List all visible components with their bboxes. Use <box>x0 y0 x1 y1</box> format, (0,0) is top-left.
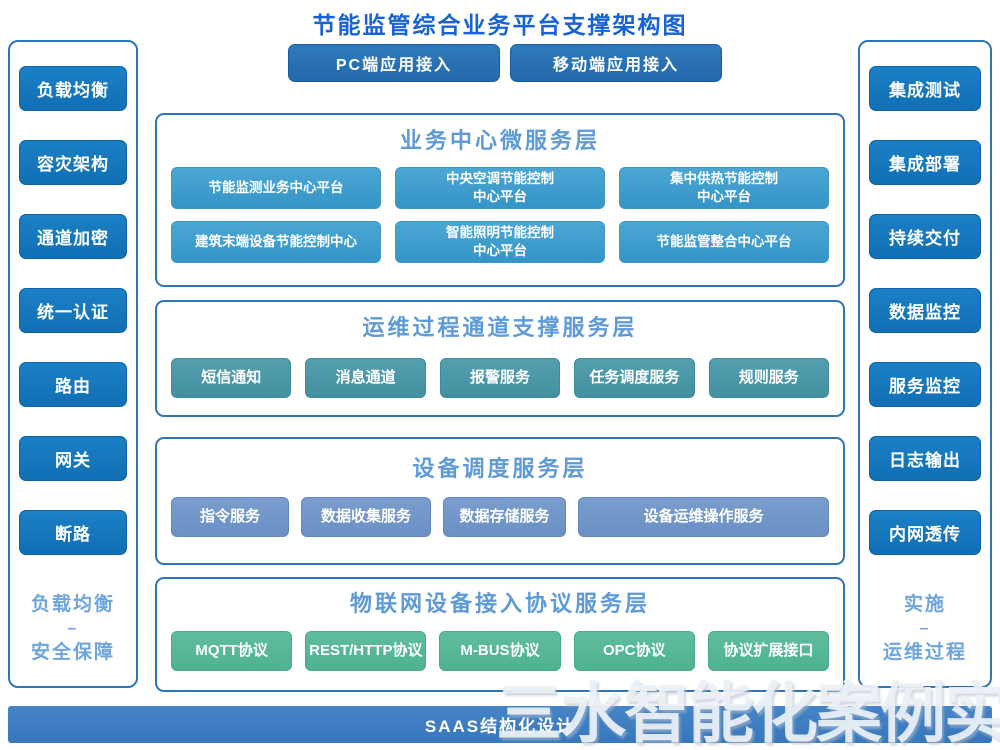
disaster-recovery-button[interactable]: 容灾架构 <box>19 140 127 185</box>
device-dispatch-layer: 设备调度服务层 指令服务 数据收集服务 数据存储服务 设备运维操作服务 <box>155 437 845 565</box>
task-scheduling-button[interactable]: 任务调度服务 <box>574 358 695 398</box>
right-caption-line1: 实施 <box>903 594 946 615</box>
saas-bar: SAAS结构化设计 <box>8 706 992 743</box>
service-monitoring-button[interactable]: 服务监控 <box>869 362 981 407</box>
command-service-button[interactable]: 指令服务 <box>171 497 289 537</box>
left-caption-dash: – <box>67 619 79 637</box>
device-ops-service-button[interactable]: 设备运维操作服务 <box>578 497 829 537</box>
device-dispatch-grid: 指令服务 数据收集服务 数据存储服务 设备运维操作服务 <box>171 497 829 537</box>
ops-channel-support-layer: 运维过程通道支撑服务层 短信通知 消息通道 报警服务 任务调度服务 规则服务 <box>155 300 845 417</box>
central-heating-control-button[interactable]: 集中供热节能控制 中心平台 <box>619 167 829 209</box>
right-panel: 集成测试 集成部署 持续交付 数据监控 服务监控 日志输出 内网透传 实施 – … <box>858 40 992 688</box>
data-collection-button[interactable]: 数据收集服务 <box>301 497 431 537</box>
alarm-service-button[interactable]: 报警服务 <box>439 358 561 398</box>
unified-auth-button[interactable]: 统一认证 <box>19 288 127 333</box>
load-balancing-button[interactable]: 负载均衡 <box>19 66 127 111</box>
energy-monitoring-platform-button[interactable]: 节能监测业务中心平台 <box>171 167 381 209</box>
pc-access-button[interactable]: PC端应用接入 <box>288 44 500 82</box>
integration-test-button[interactable]: 集成测试 <box>869 66 981 111</box>
device-dispatch-layer-title: 设备调度服务层 <box>412 456 588 481</box>
ops-channel-grid: 短信通知 消息通道 报警服务 任务调度服务 规则服务 <box>171 358 829 398</box>
right-caption-line2: 运维过程 <box>882 642 967 664</box>
message-channel-button[interactable]: 消息通道 <box>305 358 426 398</box>
right-panel-caption: 实施 – 运维过程 <box>883 592 967 666</box>
hvac-energy-control-button[interactable]: 中央空调节能控制 中心平台 <box>395 167 605 209</box>
left-caption-line2: 安全保障 <box>30 642 115 664</box>
protocol-extension-button[interactable]: 协议扩展接口 <box>707 631 829 671</box>
building-terminal-control-button[interactable]: 建筑末端设备节能控制中心 <box>171 221 381 263</box>
integration-deploy-button[interactable]: 集成部署 <box>869 140 981 185</box>
saas-bar-label: SAAS结构化设计 <box>424 717 576 736</box>
business-layer-title: 业务中心微服务层 <box>399 128 600 153</box>
data-storage-button[interactable]: 数据存储服务 <box>443 497 566 537</box>
rest-http-protocol-button[interactable]: REST/HTTP协议 <box>305 631 427 671</box>
business-microservice-layer: 业务中心微服务层 节能监测业务中心平台 中央空调节能控制 中心平台 集中供热节能… <box>155 113 845 287</box>
mqtt-protocol-button[interactable]: MQTT协议 <box>171 631 293 671</box>
mobile-access-button[interactable]: 移动端应用接入 <box>510 44 722 82</box>
continuous-delivery-button[interactable]: 持续交付 <box>869 214 981 259</box>
supervision-integration-platform-button[interactable]: 节能监管整合中心平台 <box>619 221 829 263</box>
ops-channel-layer-title: 运维过程通道支撑服务层 <box>362 315 638 340</box>
smart-lighting-control-button[interactable]: 智能照明节能控制 中心平台 <box>395 221 605 263</box>
intranet-passthrough-button[interactable]: 内网透传 <box>869 510 981 555</box>
data-monitoring-button[interactable]: 数据监控 <box>869 288 981 333</box>
top-access-buttons: PC端应用接入 移动端应用接入 <box>288 44 722 82</box>
iot-protocol-grid: MQTT协议 REST/HTTP协议 M-BUS协议 OPC协议 协议扩展接口 <box>171 631 829 671</box>
log-output-button[interactable]: 日志输出 <box>869 436 981 481</box>
routing-button[interactable]: 路由 <box>19 362 127 407</box>
rule-service-button[interactable]: 规则服务 <box>708 358 829 398</box>
gateway-button[interactable]: 网关 <box>19 436 127 481</box>
left-panel: 负载均衡 容灾架构 通道加密 统一认证 路由 网关 断路 负载均衡 – 安全保障 <box>8 40 138 688</box>
business-layer-grid: 节能监测业务中心平台 中央空调节能控制 中心平台 集中供热节能控制 中心平台 建… <box>171 167 829 263</box>
mbus-protocol-button[interactable]: M-BUS协议 <box>439 631 561 671</box>
circuit-breaker-button[interactable]: 断路 <box>19 510 127 555</box>
page-title: 节能监管综合业务平台支撑架构图 <box>312 12 688 38</box>
channel-encryption-button[interactable]: 通道加密 <box>19 214 127 259</box>
left-caption-line1: 负载均衡 <box>30 594 115 615</box>
left-panel-caption: 负载均衡 – 安全保障 <box>31 592 115 666</box>
right-caption-dash: – <box>919 619 931 637</box>
sms-notification-button[interactable]: 短信通知 <box>171 358 292 398</box>
iot-protocol-layer: 物联网设备接入协议服务层 MQTT协议 REST/HTTP协议 M-BUS协议 … <box>155 577 845 692</box>
iot-protocol-layer-title: 物联网设备接入协议服务层 <box>349 591 650 616</box>
opc-protocol-button[interactable]: OPC协议 <box>573 631 695 671</box>
